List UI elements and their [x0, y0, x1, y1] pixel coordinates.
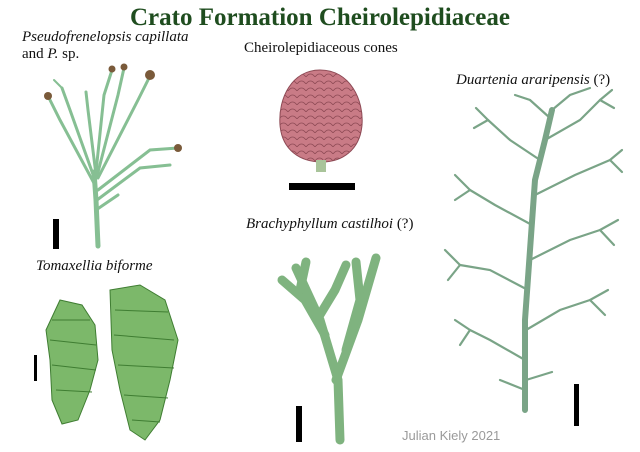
- label-pseudofrenelopsis-extra: P.: [47, 46, 59, 62]
- scale-bar-pseudofrenelopsis: [53, 219, 59, 249]
- label-brachyphyllum: Brachyphyllum castilhoi (?): [246, 216, 413, 233]
- scale-bar-duartenia: [574, 384, 579, 426]
- brachyphyllum-illustration: [277, 253, 381, 445]
- label-duartenia: Duartenia araripensis (?): [456, 72, 610, 89]
- label-pseudofrenelopsis-name: Pseudofrenelopsis capillata: [22, 29, 189, 45]
- pseudofrenelopsis-buds: [44, 63, 182, 152]
- duartenia-illustration: [443, 86, 624, 413]
- label-pseudofrenelopsis-suffix: sp.: [58, 46, 80, 62]
- label-tomaxellia: Tomaxellia biforme: [36, 258, 153, 275]
- scale-bar-brachyphyllum: [296, 406, 302, 442]
- label-brachyphyllum-name: Brachyphyllum castilhoi: [246, 216, 394, 232]
- label-brachyphyllum-qualifier: (?): [393, 216, 414, 232]
- artist-credit: Julian Kiely 2021: [402, 428, 501, 443]
- scale-bar-cone: [289, 183, 355, 190]
- figure-title: Crato Formation Cheirolepidiaceae: [129, 4, 511, 31]
- label-cones: Cheirolepidiaceous cones: [244, 40, 398, 56]
- pseudofrenelopsis-illustration: [46, 66, 180, 249]
- tomaxellia-illustration: [45, 284, 179, 441]
- cone-illustration: [279, 69, 363, 172]
- label-tomaxellia-name: Tomaxellia biforme: [36, 258, 153, 274]
- label-duartenia-name: Duartenia araripensis: [456, 72, 590, 88]
- label-pseudofrenelopsis-and: and: [22, 46, 48, 62]
- label-pseudofrenelopsis: Pseudofrenelopsis capillata and P. sp.: [22, 29, 189, 63]
- scale-bar-tomaxellia: [34, 355, 37, 381]
- label-duartenia-qualifier: (?): [589, 72, 611, 88]
